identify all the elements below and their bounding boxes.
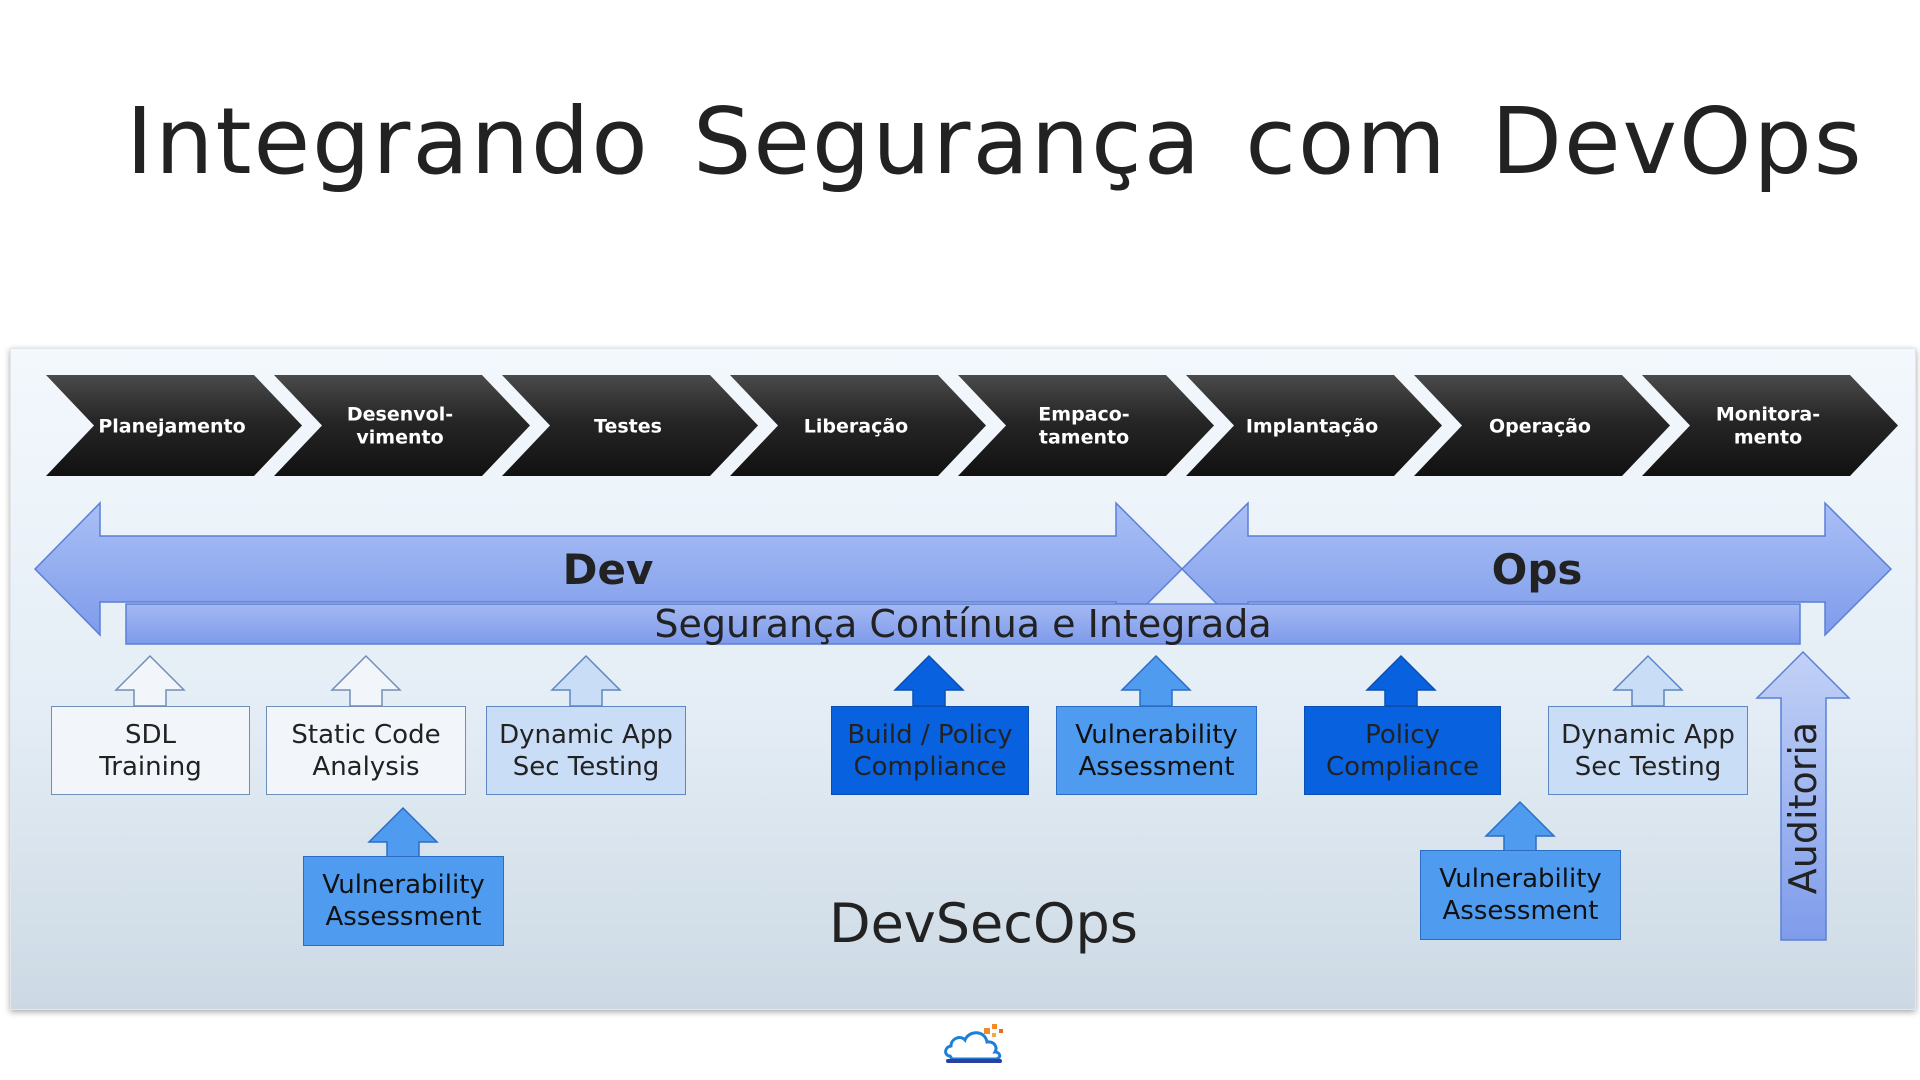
lifecycle-stages: Planejamento Desenvol-vimento Testes Libera… [46, 375, 1898, 476]
stage-label: tamento [1039, 427, 1129, 449]
stage-label: Operação [1489, 416, 1591, 438]
vulnerability-assessment-ops-box: Vulnerability Assessment [1420, 850, 1621, 940]
stage-label: Testes [594, 416, 662, 438]
ops-label: Ops [1492, 545, 1583, 594]
build-policy-compliance-box: Build / Policy Compliance [831, 706, 1029, 795]
stage-label: Desenvol- [347, 404, 453, 426]
up-arrow-vuln-ops [1484, 800, 1556, 853]
stage-chevron [730, 375, 986, 476]
stage-chevron [1186, 375, 1442, 476]
up-arrow-vuln-dev [367, 806, 439, 859]
up-arrow-dynamic-app-ops [1612, 654, 1684, 707]
up-arrow-policy-compliance [1365, 654, 1437, 707]
auditoria-arrow [1755, 650, 1851, 941]
stage-chevron [958, 375, 1214, 476]
static-code-analysis-box: Static Code Analysis [266, 706, 466, 795]
up-arrow-build-policy [893, 654, 965, 707]
stage-label: Liberação [804, 416, 908, 438]
stage-chevron [502, 375, 758, 476]
up-arrow-vuln-release [1120, 654, 1192, 707]
stage-chevron [1642, 375, 1898, 476]
stage-label: Implantação [1246, 416, 1378, 438]
cloud-logo-icon [944, 1024, 1003, 1063]
vulnerability-assessment-release-box: Vulnerability Assessment [1056, 706, 1257, 795]
stage-chevron [1414, 375, 1670, 476]
stage-label: Empaco- [1038, 404, 1129, 426]
dynamic-app-sec-testing-dev-box: Dynamic App Sec Testing [486, 706, 686, 795]
slide-title: Integrando Segurança com DevOps [126, 88, 1864, 195]
devsecops-label: DevSecOps [829, 892, 1138, 955]
up-arrow-sdl-training [114, 654, 186, 707]
auditoria-label: Auditoria [1781, 722, 1825, 894]
stage-chevron [274, 375, 530, 476]
dynamic-app-sec-testing-ops-box: Dynamic App Sec Testing [1548, 706, 1748, 795]
sdl-training-box: SDL Training [51, 706, 250, 795]
stage-label: Planejamento [98, 416, 245, 438]
policy-compliance-box: Policy Compliance [1304, 706, 1501, 795]
security-band [125, 603, 1801, 645]
vulnerability-assessment-dev-box: Vulnerability Assessment [303, 856, 504, 946]
stage-label: Monitora- [1716, 404, 1820, 426]
dev-label: Dev [563, 545, 654, 594]
up-arrow-dynamic-app-dev [550, 654, 622, 707]
stage-label: vimento [356, 427, 443, 449]
security-band-label: Segurança Contínua e Integrada [654, 602, 1271, 646]
stage-label: mento [1734, 427, 1802, 449]
stage-chevron [46, 375, 302, 476]
up-arrow-static-code-analysis [330, 654, 402, 707]
